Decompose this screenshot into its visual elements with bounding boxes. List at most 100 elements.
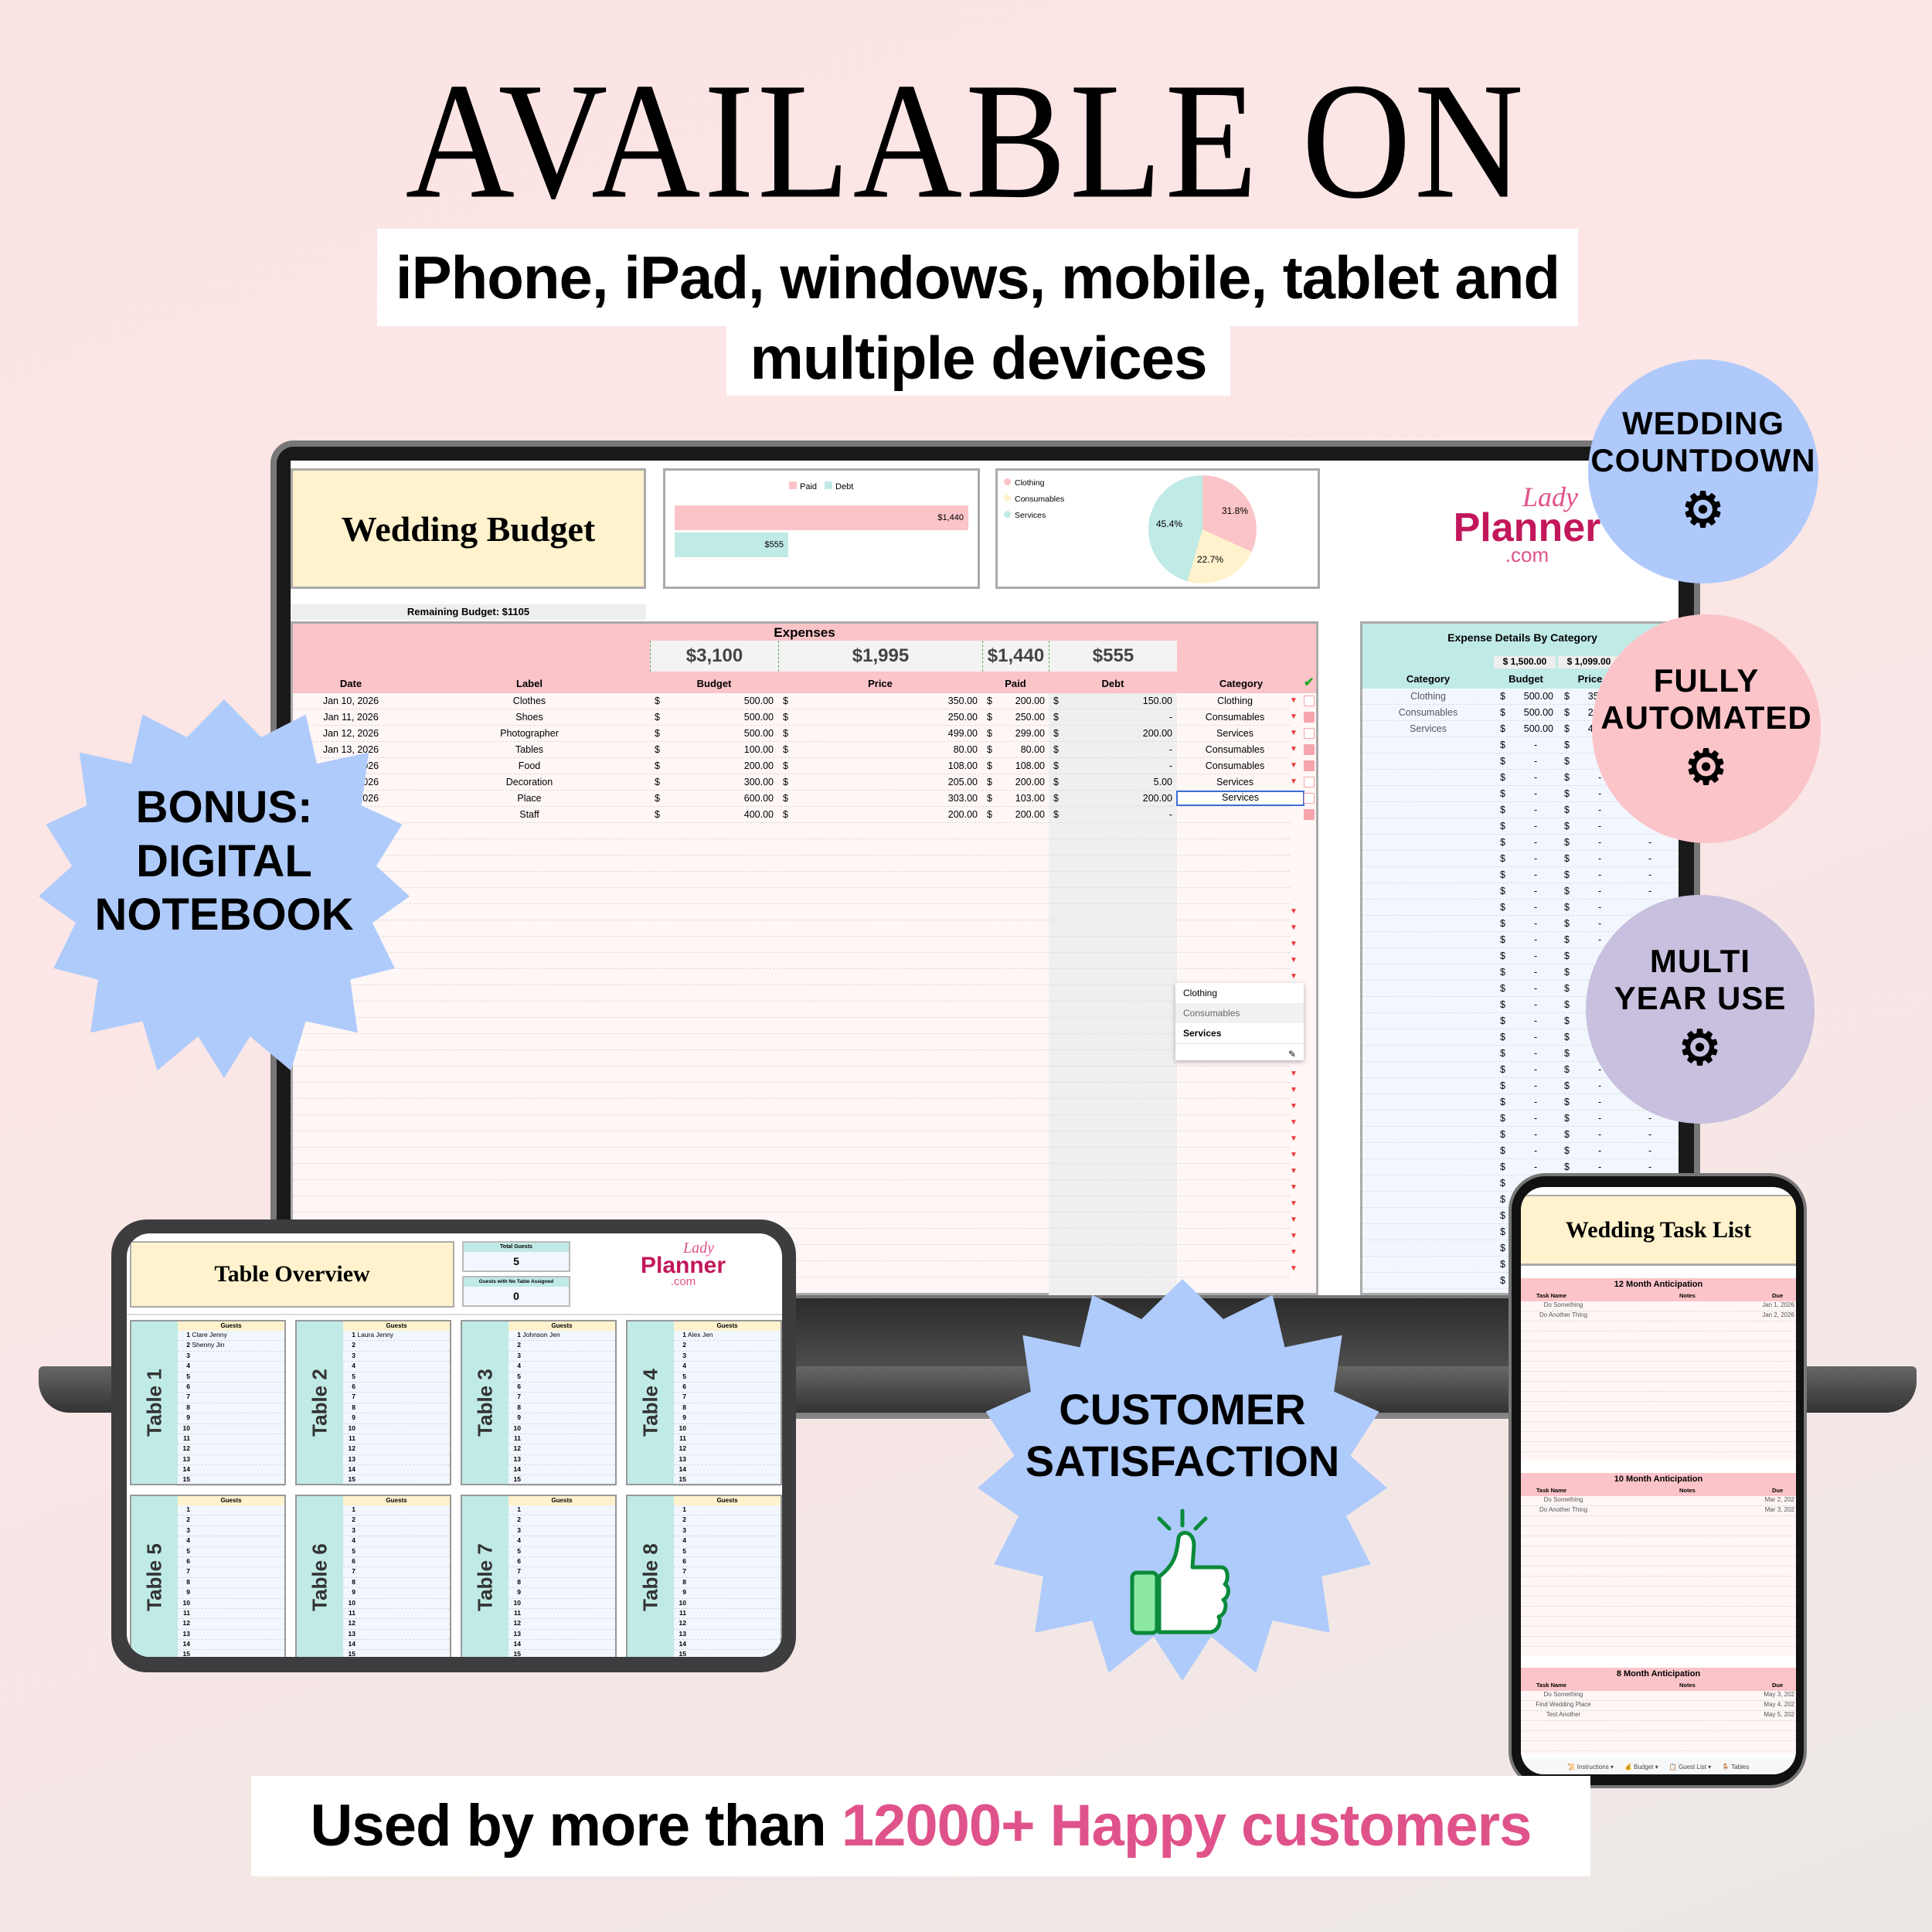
task-row[interactable]: [1521, 1332, 1796, 1342]
task-row[interactable]: [1521, 1402, 1796, 1412]
category-dropdown-arrow-icon[interactable]: ▼: [1290, 1118, 1298, 1127]
seat-row[interactable]: 10: [674, 1599, 781, 1609]
task-row[interactable]: Do Another Thing Mar 3, 202: [1521, 1506, 1796, 1516]
seat-row[interactable]: 3: [509, 1526, 615, 1537]
cell-paid[interactable]: 299.00: [1015, 728, 1045, 739]
seat-row[interactable]: 15: [509, 1475, 615, 1486]
seat-row[interactable]: 12: [343, 1444, 450, 1455]
cell-paid[interactable]: 200.00: [1015, 777, 1045, 787]
cell-price[interactable]: 350.00: [947, 696, 978, 706]
tab-tables[interactable]: 🪑 Tables: [1722, 1763, 1750, 1770]
task-row[interactable]: [1521, 1321, 1796, 1332]
seat-row[interactable]: 15: [674, 1650, 781, 1657]
expense-row[interactable]: ▼: [293, 1066, 1298, 1083]
expense-row[interactable]: Jan 12, 2026 Photographer $ 500.00 $ 499…: [293, 726, 1315, 742]
seat-row[interactable]: 3: [178, 1526, 284, 1537]
seat-row[interactable]: 2: [343, 1515, 450, 1526]
task-row[interactable]: [1521, 1372, 1796, 1382]
seat-row[interactable]: 13: [509, 1630, 615, 1641]
seat-row[interactable]: 5: [178, 1547, 284, 1557]
task-row[interactable]: [1521, 1412, 1796, 1422]
seat-row[interactable]: 15: [178, 1475, 284, 1486]
seat-row[interactable]: 13: [674, 1630, 781, 1641]
cell-category[interactable]: Services: [1216, 777, 1253, 787]
seat-row[interactable]: 10: [178, 1424, 284, 1434]
seat-row[interactable]: 11: [178, 1434, 284, 1445]
expense-row[interactable]: ▼: [293, 920, 1298, 937]
seat-row[interactable]: 7: [509, 1393, 615, 1403]
seat-row[interactable]: 10: [509, 1424, 615, 1434]
tab-budget[interactable]: 💰 Budget ▾: [1624, 1763, 1658, 1770]
category-dropdown-arrow-icon[interactable]: ▼: [1290, 940, 1298, 948]
seat-row[interactable]: 12: [509, 1619, 615, 1630]
cell-date[interactable]: Jan 10, 2026: [322, 696, 379, 706]
task-row[interactable]: Find Wedding Place May 4, 202: [1521, 1701, 1796, 1711]
expense-row[interactable]: Jan 11, 2026 Shoes $ 500.00 $ 250.00 $ 2…: [293, 709, 1315, 726]
expense-row[interactable]: ▼: [293, 969, 1298, 985]
seat-row[interactable]: 14: [509, 1465, 615, 1476]
paid-checkbox[interactable]: [1304, 728, 1315, 739]
seat-row[interactable]: 12: [509, 1444, 615, 1455]
dropdown-option-clothing[interactable]: Clothing: [1183, 988, 1218, 998]
expense-row[interactable]: ▼: [293, 1213, 1298, 1229]
cell-price[interactable]: 303.00: [947, 793, 978, 804]
category-dropdown-arrow-icon[interactable]: ▼: [1290, 777, 1298, 786]
category-dropdown-arrow-icon[interactable]: ▼: [1290, 713, 1298, 721]
category-dropdown-arrow-icon[interactable]: ▼: [1290, 1086, 1298, 1094]
category-dropdown[interactable]: Clothing Consumables Services ✎: [1175, 983, 1304, 1060]
seat-row[interactable]: 9: [674, 1588, 781, 1599]
expense-row[interactable]: ▼: [293, 1148, 1298, 1164]
seat-row[interactable]: 12: [178, 1619, 284, 1630]
seat-row[interactable]: 6: [674, 1557, 781, 1568]
seat-row[interactable]: 3: [674, 1526, 781, 1537]
expense-row[interactable]: Staff $ 400.00 $ 200.00 $ 200.00 $ -: [293, 807, 1315, 823]
cell-price[interactable]: 200.00: [947, 809, 978, 820]
seat-row[interactable]: 14: [343, 1640, 450, 1651]
seat-row[interactable]: 4: [178, 1536, 284, 1547]
cell-label[interactable]: Place: [517, 793, 542, 804]
expense-row[interactable]: [293, 823, 1290, 839]
seat-row[interactable]: 2: [509, 1341, 615, 1352]
expense-row[interactable]: ▼: [293, 1050, 1298, 1066]
paid-checkbox[interactable]: [1304, 696, 1315, 706]
expense-row[interactable]: ▼: [293, 1131, 1298, 1148]
category-dropdown-arrow-icon[interactable]: ▼: [1290, 1151, 1298, 1159]
seat-row[interactable]: 1 Alex Jen: [674, 1331, 781, 1342]
expense-row[interactable]: ▼: [293, 904, 1298, 920]
category-dropdown-arrow-icon[interactable]: ▼: [1290, 1102, 1298, 1111]
seat-row[interactable]: 9: [674, 1413, 781, 1424]
task-row[interactable]: [1521, 1382, 1796, 1392]
expense-row[interactable]: ▼: [293, 985, 1298, 1002]
task-row[interactable]: [1521, 1731, 1796, 1741]
seat-row[interactable]: 7: [178, 1567, 284, 1578]
seat-row[interactable]: 8: [343, 1578, 450, 1589]
category-dropdown-arrow-icon[interactable]: ▼: [1290, 1183, 1298, 1192]
dropdown-option-services[interactable]: Services: [1183, 1028, 1222, 1039]
seat-row[interactable]: 5: [674, 1547, 781, 1557]
task-row[interactable]: [1521, 1577, 1796, 1587]
cell-paid[interactable]: 200.00: [1015, 696, 1045, 706]
task-row[interactable]: [1521, 1617, 1796, 1627]
expense-row[interactable]: ▼: [293, 937, 1298, 953]
seat-row[interactable]: 10: [674, 1424, 781, 1434]
seat-row[interactable]: 15: [674, 1475, 781, 1486]
seat-row[interactable]: 6: [178, 1383, 284, 1393]
seat-row[interactable]: 7: [674, 1567, 781, 1578]
task-row[interactable]: [1521, 1597, 1796, 1607]
task-row[interactable]: [1521, 1422, 1796, 1432]
task-row[interactable]: [1521, 1516, 1796, 1526]
seat-row[interactable]: 13: [343, 1630, 450, 1641]
task-row[interactable]: Do Another Thing Jan 2, 2026: [1521, 1311, 1796, 1321]
seat-row[interactable]: 7: [674, 1393, 781, 1403]
task-row[interactable]: [1521, 1627, 1796, 1637]
category-dropdown-arrow-icon[interactable]: ▼: [1290, 1199, 1298, 1208]
category-dropdown-arrow-icon[interactable]: ▼: [1290, 1232, 1298, 1240]
seat-row[interactable]: 8: [674, 1403, 781, 1414]
cell-price[interactable]: 499.00: [947, 728, 978, 739]
seat-row[interactable]: 1: [343, 1505, 450, 1516]
cell-budget[interactable]: 500.00: [743, 696, 774, 706]
seat-row[interactable]: 8: [343, 1403, 450, 1414]
cell-paid[interactable]: 108.00: [1015, 760, 1045, 771]
seat-row[interactable]: 1: [674, 1505, 781, 1516]
cell-label[interactable]: Shoes: [515, 712, 543, 723]
